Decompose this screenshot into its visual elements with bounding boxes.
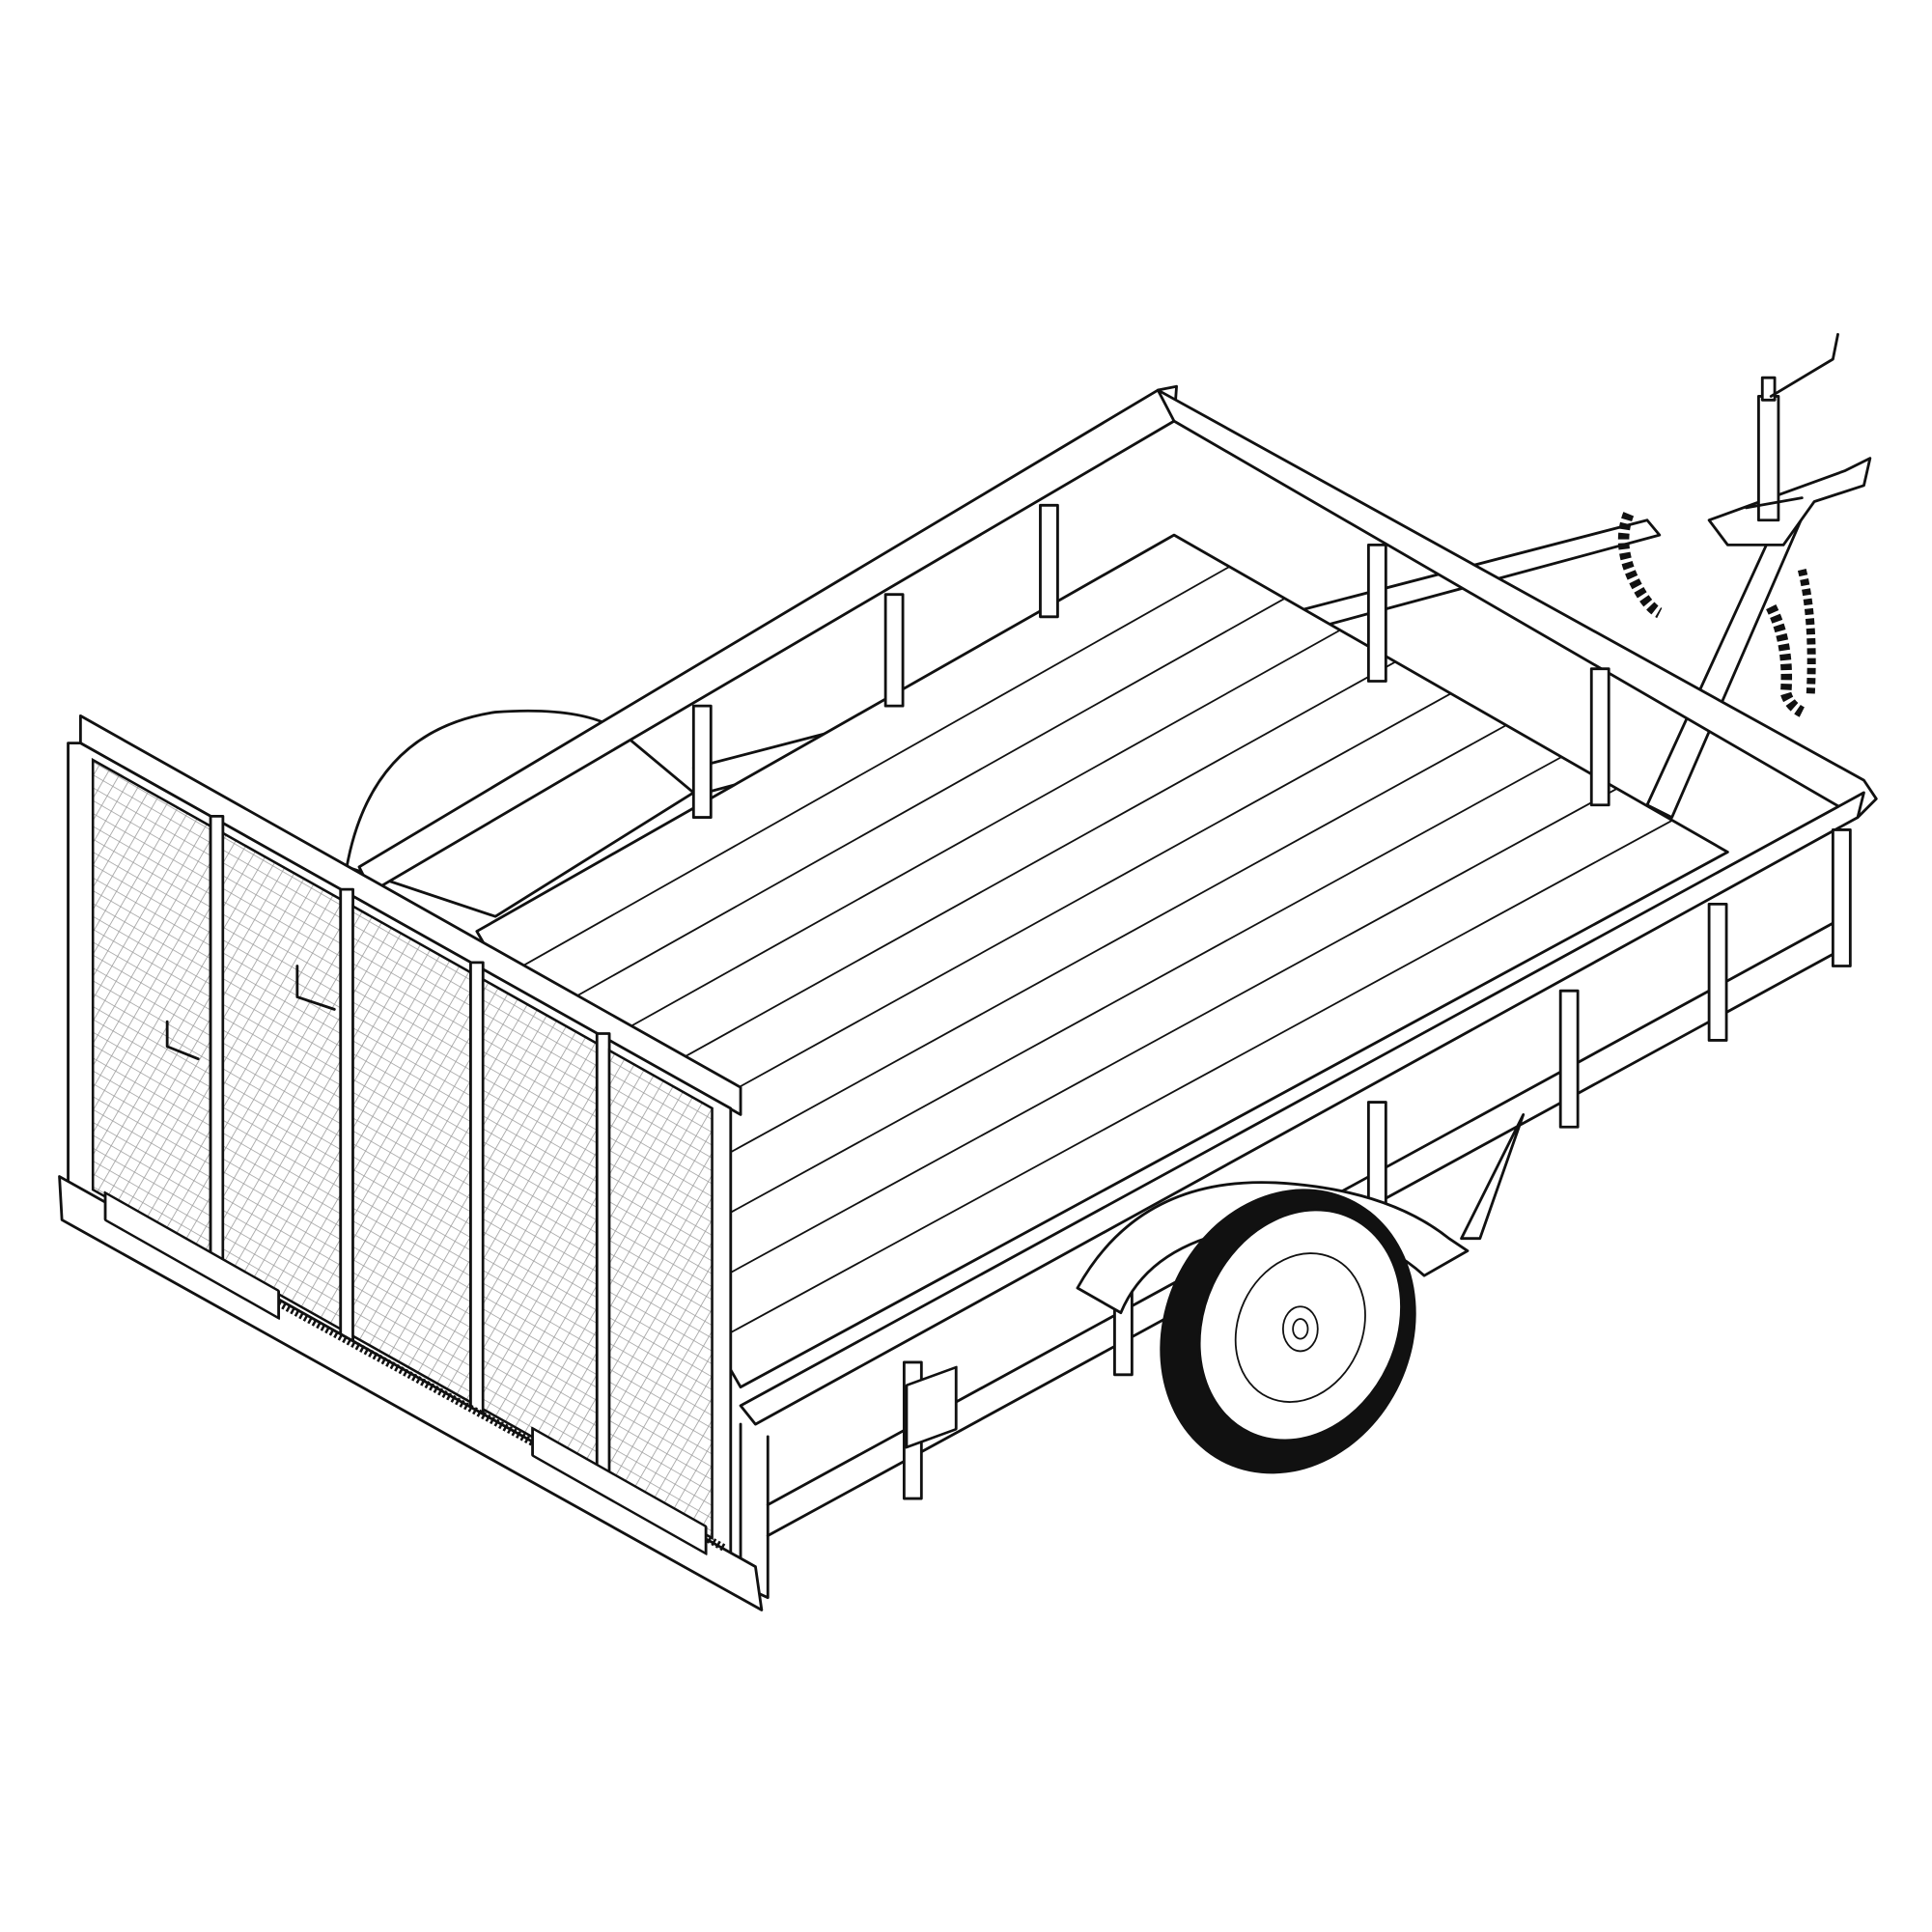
mesh-panel — [221, 830, 343, 1331]
tailgate[interactable] — [58, 714, 764, 1611]
mesh-panel — [91, 757, 212, 1258]
side-rails — [357, 384, 1878, 1600]
rail-post — [1558, 989, 1580, 1129]
deck-plank — [555, 629, 1341, 1069]
mesh-panel — [607, 1048, 714, 1541]
deck-plank — [581, 660, 1396, 1115]
deck-plank — [686, 788, 1618, 1297]
rail-post — [883, 593, 905, 708]
deck-plank — [660, 756, 1562, 1251]
tail-light — [905, 1365, 958, 1449]
deck-plank — [714, 819, 1673, 1343]
mesh-panel — [481, 977, 599, 1476]
deck-plank — [634, 724, 1507, 1206]
rail-post — [1366, 543, 1387, 683]
rail-post — [1589, 667, 1610, 807]
jack-icon — [1745, 332, 1839, 522]
gate-post — [469, 961, 485, 1416]
mesh-panel — [351, 904, 472, 1405]
rail-post — [1831, 827, 1852, 967]
gate-post — [595, 1032, 611, 1488]
rail-post — [1039, 503, 1059, 619]
deck-plank — [608, 692, 1452, 1161]
trailer-deck — [475, 533, 1729, 1389]
gate-post — [209, 814, 225, 1270]
rail-post — [1707, 902, 1728, 1042]
wheel-icon — [1160, 1189, 1416, 1474]
rail-post — [691, 704, 713, 819]
gate-hinge — [165, 965, 336, 1061]
gate-post — [339, 887, 354, 1343]
deck-plank — [502, 566, 1230, 978]
deck-plank — [529, 598, 1286, 1023]
safety-chain-icon — [1617, 512, 1816, 717]
